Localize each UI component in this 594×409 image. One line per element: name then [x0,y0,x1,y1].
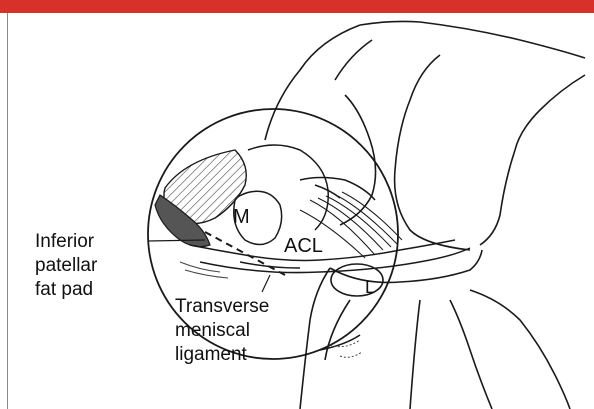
medial-condyle [234,145,375,245]
label-inferior: Inferior [35,231,94,253]
tibia-outline [300,250,570,409]
label-meniscal: meniscal [175,320,250,342]
label-acl: ACL [284,235,323,257]
lateral-meniscus [331,264,383,296]
label-patellar: patellar [35,255,97,277]
label-lateral-l: L [365,276,375,298]
label-medial-m: M [233,206,250,228]
tibial-plateau [190,240,470,273]
transverse-ligament-dashed [205,232,285,275]
label-transverse: Transverse [175,296,269,318]
femur-outline [265,21,585,250]
label-fat-pad: fat pad [35,279,93,301]
transverse-leader-line [262,275,270,292]
label-ligament: ligament [175,344,247,366]
